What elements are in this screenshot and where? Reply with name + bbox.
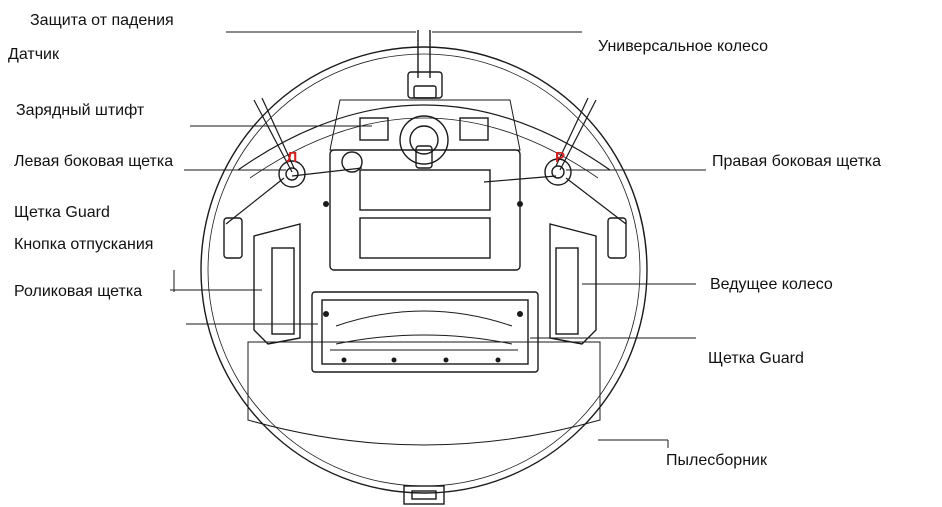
right-drive-wheel bbox=[555, 247, 579, 335]
screw bbox=[323, 311, 329, 317]
label-sensor: Датчик bbox=[8, 46, 59, 63]
label-fall-protection: Защита от падения bbox=[30, 12, 174, 29]
screw bbox=[517, 201, 523, 207]
dustbin-latch bbox=[403, 485, 445, 505]
bumper-arc-inner bbox=[249, 117, 599, 179]
right-side-brush-hub-center bbox=[551, 165, 565, 179]
screw bbox=[341, 357, 347, 363]
left-brush-bristle-c bbox=[225, 177, 285, 225]
right-brush-bristle-d bbox=[483, 175, 557, 183]
label-charging-pin: Зарядный штифт bbox=[16, 102, 145, 119]
plate-recess-bottom bbox=[359, 217, 491, 259]
contact-pad-right bbox=[459, 117, 489, 141]
label-dustbin: Пылесборник bbox=[666, 452, 767, 469]
fall-sensor-window bbox=[413, 85, 437, 99]
right-brush-bristle-a bbox=[559, 99, 597, 171]
screws bbox=[323, 201, 523, 363]
label-roller-brush: Роликовая щетка bbox=[14, 283, 143, 300]
left-wheel-housing bbox=[253, 223, 301, 345]
roller-guard-frame bbox=[311, 291, 539, 373]
roller-bristle-arc-bottom bbox=[335, 334, 513, 345]
left-side-brush-hub-center bbox=[285, 167, 299, 181]
dustbin-body bbox=[247, 341, 601, 446]
plate-recess-top bbox=[359, 169, 491, 211]
universal-wheel-inner bbox=[409, 125, 439, 155]
left-drive-wheel bbox=[271, 247, 295, 335]
right-side-brush-hub bbox=[544, 158, 572, 186]
screw bbox=[517, 311, 523, 317]
right-brush-bristle-c bbox=[565, 177, 627, 225]
leader-lines bbox=[170, 31, 706, 448]
charging-contact bbox=[341, 151, 363, 173]
label-release-button: Кнопка отпускания bbox=[14, 236, 154, 253]
label-brush-guard-left: Щетка Guard bbox=[14, 204, 110, 221]
label-drive-wheel: Ведущее колесо bbox=[710, 276, 833, 293]
contact-pad-left bbox=[359, 117, 389, 141]
right-brush-bristle-b bbox=[555, 97, 589, 167]
upper-plate bbox=[329, 99, 521, 151]
roller-bristle-arc-top bbox=[335, 310, 513, 327]
dustbin-latch-slot bbox=[411, 490, 437, 500]
label-universal-wheel: Универсальное колесо bbox=[598, 38, 769, 55]
left-brush-bristle-d bbox=[291, 167, 363, 177]
left-brush-bristle-a bbox=[253, 99, 293, 173]
bumper-arc bbox=[237, 104, 611, 171]
right-release-tab bbox=[607, 217, 627, 259]
left-marker: Л bbox=[287, 149, 298, 166]
label-brush-guard-right: Щетка Guard bbox=[708, 350, 804, 367]
universal-wheel-axle bbox=[415, 145, 433, 169]
label-left-side-brush: Левая боковая щетка bbox=[14, 153, 174, 170]
left-release-tab bbox=[223, 217, 243, 259]
central-plate bbox=[329, 149, 521, 271]
screw bbox=[495, 357, 501, 363]
fall-sensor-housing bbox=[407, 71, 443, 99]
left-brush-bristle-b bbox=[261, 97, 295, 169]
screw bbox=[323, 201, 329, 207]
left-side-brush-hub bbox=[278, 160, 306, 188]
universal-wheel-outer bbox=[399, 115, 449, 165]
screw bbox=[443, 357, 449, 363]
roller-guard-window bbox=[321, 299, 529, 365]
right-wheel-housing bbox=[549, 223, 597, 345]
screw bbox=[391, 357, 397, 363]
vacuum-outer-body bbox=[200, 46, 648, 494]
label-right-side-brush: Правая боковая щетка bbox=[712, 153, 882, 170]
right-marker: Р bbox=[555, 149, 565, 166]
